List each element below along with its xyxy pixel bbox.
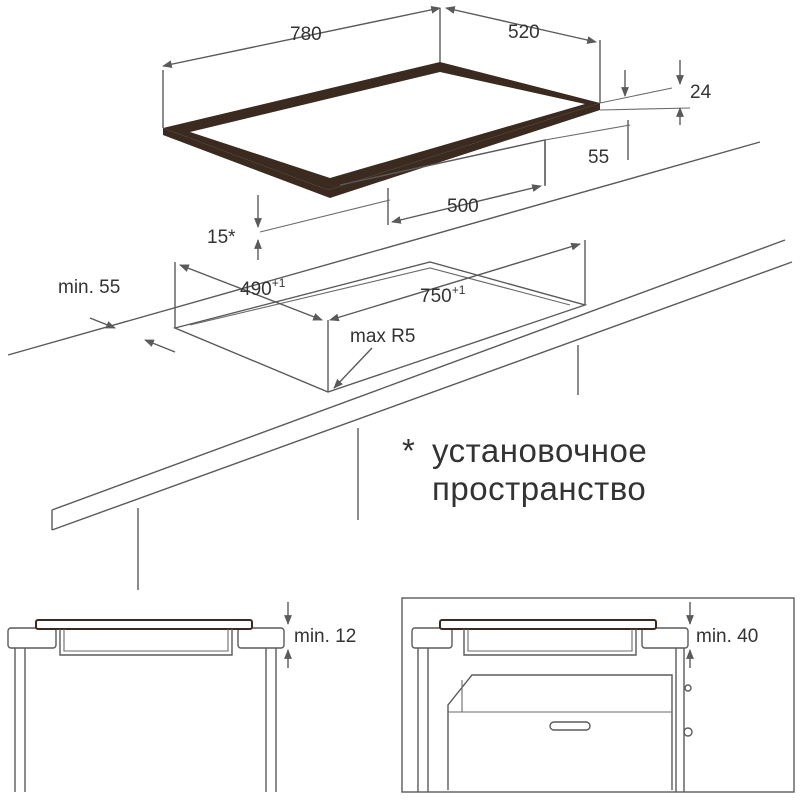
cutout-width-label: 750+1 [420, 283, 466, 307]
note-line-2: пространство [432, 470, 646, 507]
clearance-label: 15* [207, 227, 236, 248]
section-left: min. 12 [7, 602, 356, 792]
hob-depth-label: 520 [508, 22, 540, 43]
cutout-depth-label: 490+1 [240, 276, 286, 300]
hob-frame [163, 62, 600, 190]
left-min-label: min. 12 [294, 626, 356, 647]
installation-note: * установочное пространство [402, 432, 647, 507]
note-asterisk: * [402, 432, 415, 469]
hob-thickness-label: 24 [690, 82, 712, 103]
corner-radius-label: max R5 [350, 326, 415, 347]
note-line-1: установочное [432, 432, 647, 469]
side-min-label: min. 55 [58, 277, 120, 298]
right-min-label: min. 40 [696, 626, 758, 647]
hob-body-width-label: 500 [447, 196, 479, 217]
hob-width-label: 780 [290, 24, 322, 45]
section-right: min. 40 [401, 597, 795, 793]
hob-perspective: 780 520 24 55 500 15* [162, 5, 712, 260]
oven-outline [447, 674, 673, 790]
hob-back-offset-label: 55 [588, 147, 609, 168]
hob-edge [163, 103, 600, 198]
countertop: min. 55 490+1 750+1 max R5 [7, 141, 793, 590]
